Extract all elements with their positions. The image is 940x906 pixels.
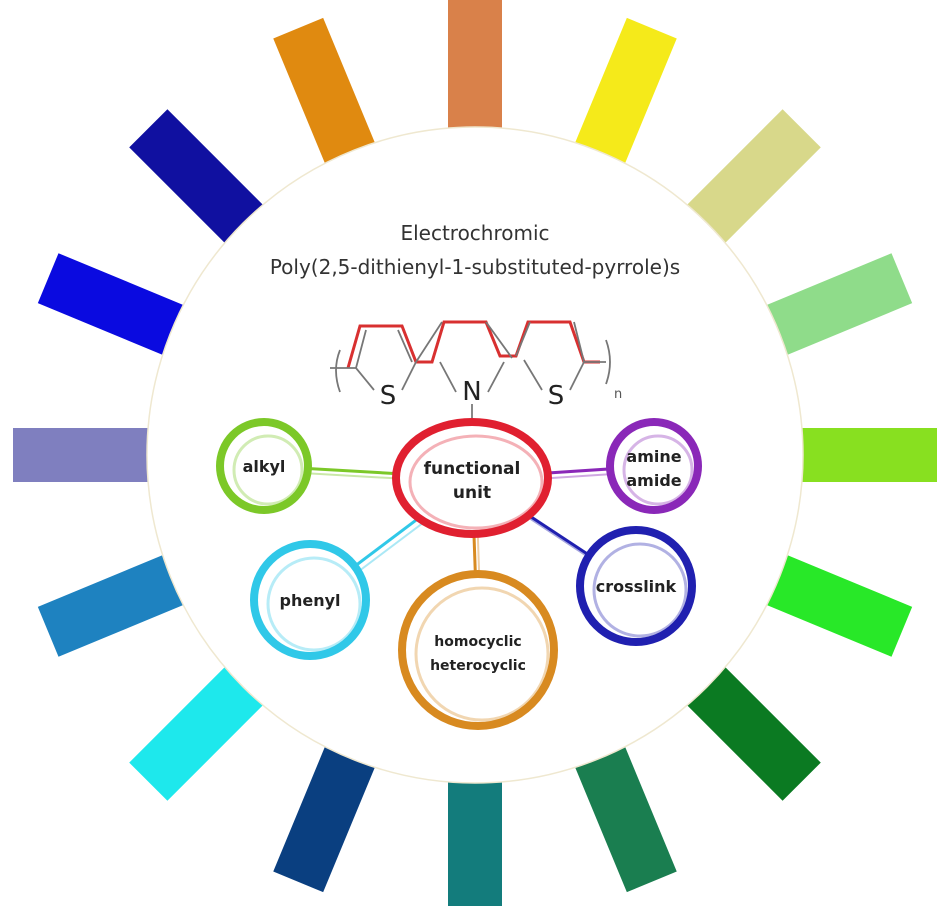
node-ring xyxy=(606,418,702,514)
node-inner-ring xyxy=(408,434,544,530)
node-ring xyxy=(216,418,312,514)
color-ray xyxy=(37,553,188,657)
node-label-2: heterocyclic xyxy=(430,658,526,674)
node-ring xyxy=(576,526,696,646)
color-ray xyxy=(573,742,677,893)
color-ray-bar xyxy=(573,742,677,893)
node-ring xyxy=(392,418,552,538)
color-ray-bar xyxy=(683,663,821,801)
color-ray-bar xyxy=(797,428,937,482)
color-ray xyxy=(37,253,188,357)
color-ray xyxy=(573,17,677,168)
color-ray-bar xyxy=(762,253,913,357)
color-ray-bar xyxy=(573,17,677,168)
node-ring xyxy=(398,570,558,730)
node-label: crosslink xyxy=(596,577,677,596)
color-ray-bar xyxy=(273,742,377,893)
node-label-2: unit xyxy=(453,483,491,503)
color-ray xyxy=(129,109,267,247)
polymer-structure xyxy=(330,320,611,432)
color-ray xyxy=(13,428,153,482)
node-functional-unit: functional unit xyxy=(392,418,552,538)
node-inner-ring xyxy=(232,434,304,506)
color-ray-bar xyxy=(37,253,188,357)
color-rays xyxy=(13,0,937,906)
color-ray-bar xyxy=(448,0,502,133)
color-ray-bar xyxy=(762,553,913,657)
sulfur-left: S xyxy=(380,381,397,411)
color-ray xyxy=(683,109,821,247)
node-alkyl: alkyl xyxy=(216,418,312,514)
title-line2: Poly(2,5-dithienyl-1-substituted-pyrrole… xyxy=(270,255,680,279)
node-label-2: amide xyxy=(626,471,681,490)
node-label: functional xyxy=(424,459,521,479)
sulfur-right: S xyxy=(548,381,565,411)
color-ray-bar xyxy=(129,663,267,801)
color-ray-bar xyxy=(129,109,267,247)
color-ray-bar xyxy=(13,428,153,482)
color-ray xyxy=(273,742,377,893)
nitrogen: N xyxy=(462,377,481,407)
color-ray-bar xyxy=(683,109,821,247)
color-ray-bar xyxy=(448,777,502,906)
color-ray xyxy=(762,553,913,657)
color-ray xyxy=(797,428,937,482)
color-ray-bar xyxy=(273,17,377,168)
node-phenyl: phenyl xyxy=(250,540,370,660)
title-line1: Electrochromic xyxy=(400,221,549,245)
color-ray xyxy=(448,777,502,906)
node-inner-ring xyxy=(622,434,694,506)
color-ray xyxy=(129,663,267,801)
node-inner-ring xyxy=(592,542,688,638)
node-label: alkyl xyxy=(243,457,286,476)
node-crosslink: crosslink xyxy=(576,526,696,646)
node-label: homocyclic xyxy=(434,634,521,650)
color-ray-bar xyxy=(37,553,188,657)
node-amine-amide: amine amide xyxy=(606,418,702,514)
color-ray xyxy=(448,0,502,133)
node-inner-ring xyxy=(414,586,550,722)
node-ring xyxy=(250,540,370,660)
color-ray xyxy=(273,17,377,168)
node-inner-ring xyxy=(266,556,362,652)
subscript-n: n xyxy=(614,387,622,402)
node-label: phenyl xyxy=(280,591,341,610)
nodes: functional unit alkyl amine amide phenyl homoc… xyxy=(216,418,702,730)
node-label: amine xyxy=(626,447,681,466)
color-ray xyxy=(762,253,913,357)
color-ray xyxy=(683,663,821,801)
node-homocyclic-heterocyclic: homocyclic heterocyclic xyxy=(398,570,558,730)
